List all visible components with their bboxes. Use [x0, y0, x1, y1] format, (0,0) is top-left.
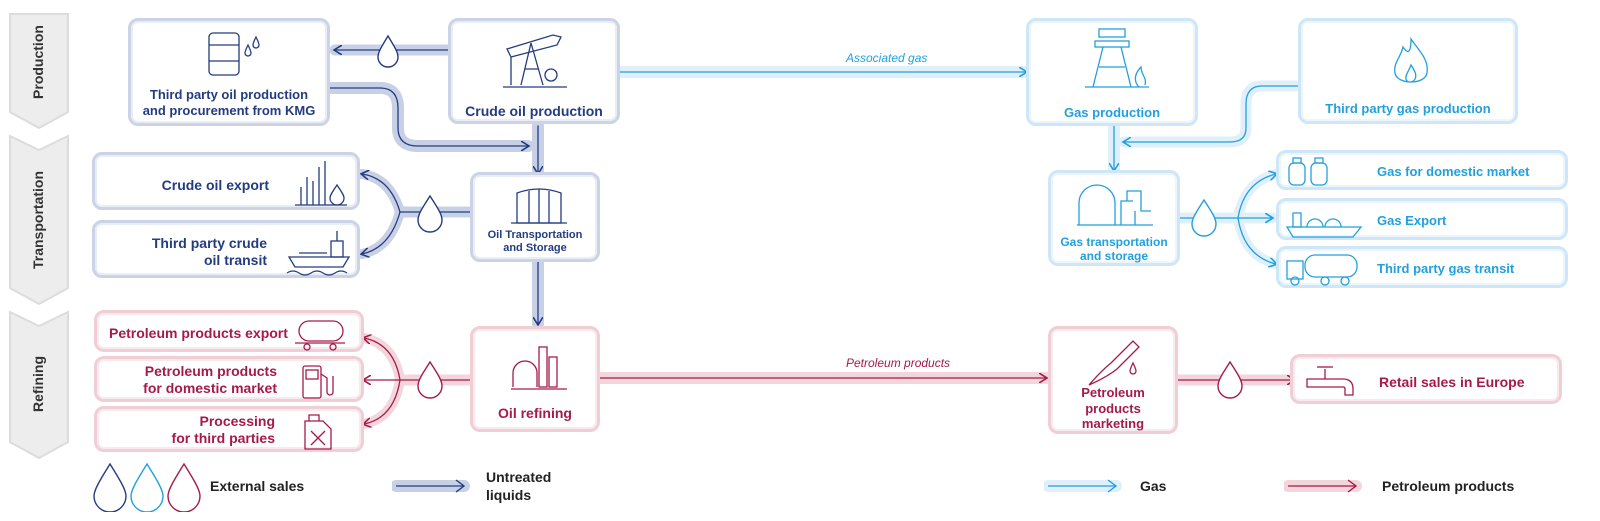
- petroleum-marketing-box: Petroleum products marketing: [1048, 326, 1178, 434]
- stage-label: Refining: [30, 356, 46, 412]
- stage-label: Production: [30, 25, 46, 99]
- petroleum-export-box: Petroleum products export: [94, 310, 364, 352]
- oil-refining-box: Oil refining: [470, 326, 600, 432]
- petroleum-marketing-label: Petroleum products marketing: [1081, 385, 1145, 432]
- oil-barrels-icon: [208, 32, 260, 76]
- crude-oil-export-box: Crude oil export: [92, 152, 360, 210]
- crude-oil-production-label: Crude oil production: [465, 103, 603, 119]
- third-party-gas-label: Third party gas production: [1325, 101, 1491, 116]
- chevron-shape: [9, 13, 69, 130]
- faucet-icon: [1306, 366, 1354, 396]
- gas-transportation-storage-label: Gas transportation and storage: [1060, 235, 1168, 264]
- tanker-ship-icon: [286, 231, 351, 276]
- gas-transit-box: Third party gas transit: [1276, 246, 1568, 288]
- third-party-crude-transit-label: Third party crude oil transit: [151, 235, 267, 268]
- gas-cylinders-icon: [1288, 157, 1328, 186]
- legend-external-sales: External sales: [210, 478, 305, 494]
- legend-droplets-icon: [93, 462, 201, 512]
- chevron-shape: [9, 134, 69, 306]
- legend-petroleum-arrow: [1284, 479, 1362, 493]
- fuel-pump-icon: [302, 365, 334, 399]
- refinery-icon: [511, 346, 567, 390]
- oil-transportation-storage-label: Oil Transportation and Storage: [487, 229, 583, 255]
- petroleum-domestic-label: Petroleum products for domestic market: [143, 363, 277, 396]
- gas-storage-icon: [1077, 184, 1153, 226]
- crude-oil-production-box: Crude oil production: [448, 18, 620, 124]
- droplet-icon: [1217, 360, 1243, 399]
- lng-tanker-icon: [1285, 212, 1363, 238]
- retail-sales-box: Retail sales in Europe: [1290, 354, 1562, 404]
- stage-transportation: Transportation: [8, 134, 70, 306]
- oil-refining-label: Oil refining: [498, 405, 572, 421]
- flow-droplets: [377, 34, 1243, 399]
- gas-truck-icon: [1286, 254, 1358, 286]
- pump-jack-icon: [503, 34, 567, 88]
- associated-gas-label: Associated gas: [846, 51, 928, 65]
- gas-domestic-box: Gas for domestic market: [1276, 150, 1568, 190]
- stage-production: Production: [8, 12, 70, 130]
- processing-third-parties-label: Processing for third parties: [171, 413, 275, 446]
- processing-third-parties-box: Processing for third parties: [94, 406, 364, 452]
- droplet-icon: [417, 360, 443, 399]
- oil-transportation-storage-box: Oil Transportation and Storage: [470, 172, 600, 262]
- storage-tank-icon: [511, 188, 567, 224]
- gas-domestic-label: Gas for domestic market: [1377, 164, 1530, 179]
- stage-refining: Refining: [8, 310, 70, 460]
- legend-gas: Gas: [1140, 478, 1167, 494]
- droplet-icon: [1191, 198, 1217, 237]
- export-chart-icon: [295, 161, 347, 206]
- third-party-oil-label: Third party oil production and procureme…: [142, 87, 316, 118]
- petroleum-export-label: Petroleum products export: [109, 325, 288, 341]
- gas-export-label: Gas Export: [1377, 213, 1447, 228]
- legend-gas-arrow: [1044, 479, 1122, 493]
- jerrycan-icon: [304, 414, 332, 450]
- droplet-icon: [377, 34, 399, 68]
- petroleum-products-flow-label: Petroleum products: [846, 356, 951, 370]
- crude-oil-export-label: Crude oil export: [161, 177, 269, 193]
- gas-transportation-storage-box: Gas transportation and storage: [1048, 170, 1180, 266]
- gas-export-box: Gas Export: [1276, 198, 1568, 240]
- gas-transit-label: Third party gas transit: [1377, 261, 1515, 276]
- legend-untreated-arrow: [392, 479, 470, 493]
- gas-rig-icon: [1085, 28, 1149, 88]
- stage-label: Transportation: [30, 171, 46, 270]
- legend-petroleum-products: Petroleum products: [1382, 478, 1515, 494]
- gas-production-box: Gas production: [1026, 18, 1198, 126]
- flame-icon: [1394, 36, 1428, 83]
- third-party-gas-box: Third party gas production: [1298, 18, 1518, 124]
- tank-car-icon: [295, 320, 345, 351]
- chevron-shape: [9, 310, 69, 460]
- oil-flows: [324, 44, 544, 330]
- third-party-crude-transit-box: Third party crude oil transit: [92, 220, 360, 278]
- retail-sales-label: Retail sales in Europe: [1379, 374, 1525, 390]
- third-party-oil-box: Third party oil production and procureme…: [128, 18, 330, 126]
- petroleum-domestic-box: Petroleum products for domestic market: [94, 356, 364, 402]
- legend-untreated-liquids: Untreated liquids: [486, 469, 552, 504]
- fuel-nozzle-icon: [1088, 340, 1140, 386]
- droplet-icon: [417, 194, 443, 233]
- gas-production-label: Gas production: [1063, 105, 1161, 120]
